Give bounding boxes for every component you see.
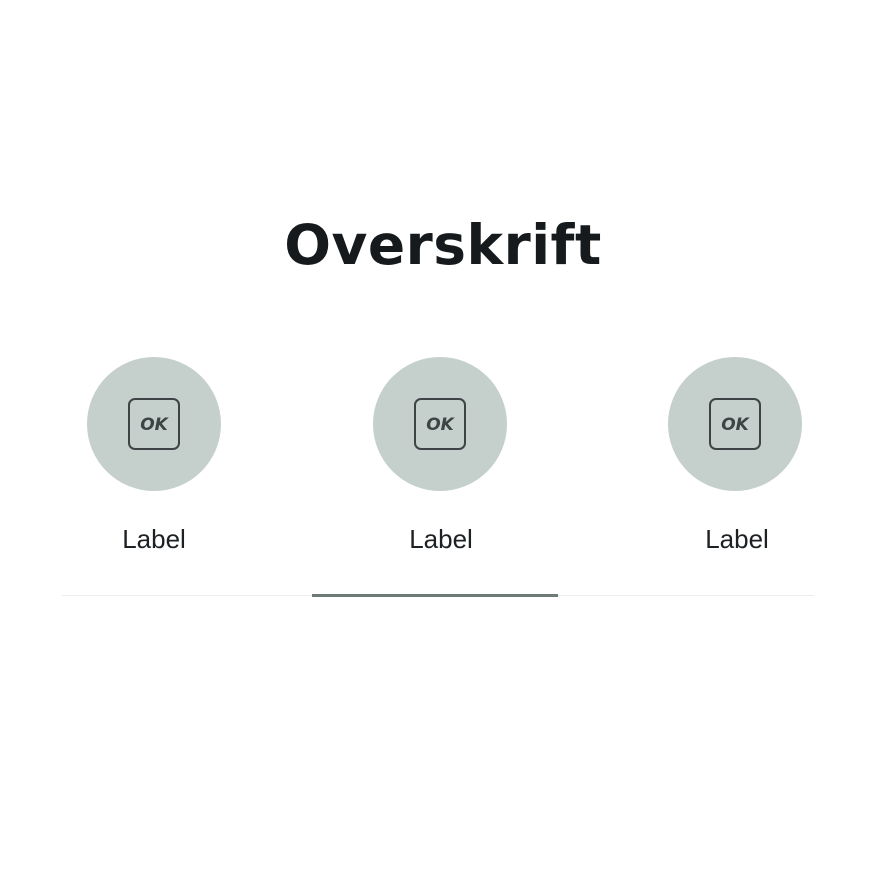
tab-icon-circle: OK [373, 357, 507, 491]
ok-logo-icon: OK [414, 398, 466, 450]
tab-strip: OK Label OK Label OK Label [62, 356, 814, 600]
tab-label: Label [122, 524, 186, 554]
tab-3[interactable]: OK Label [568, 356, 814, 600]
page-title: Overskrift [284, 213, 602, 277]
tab-icon-circle: OK [87, 357, 221, 491]
tab-1[interactable]: OK Label [62, 356, 308, 600]
tab-label: Label [705, 524, 769, 554]
ok-logo-text: OK [426, 415, 455, 434]
ok-logo-icon: OK [128, 398, 180, 450]
tab-icon-circle: OK [668, 357, 802, 491]
active-tab-indicator [312, 594, 558, 597]
tab-2[interactable]: OK Label [312, 356, 558, 600]
ok-logo-text: OK [140, 415, 169, 434]
tab-label: Label [409, 524, 473, 554]
ok-logo-text: OK [721, 415, 750, 434]
ok-logo-icon: OK [709, 398, 761, 450]
